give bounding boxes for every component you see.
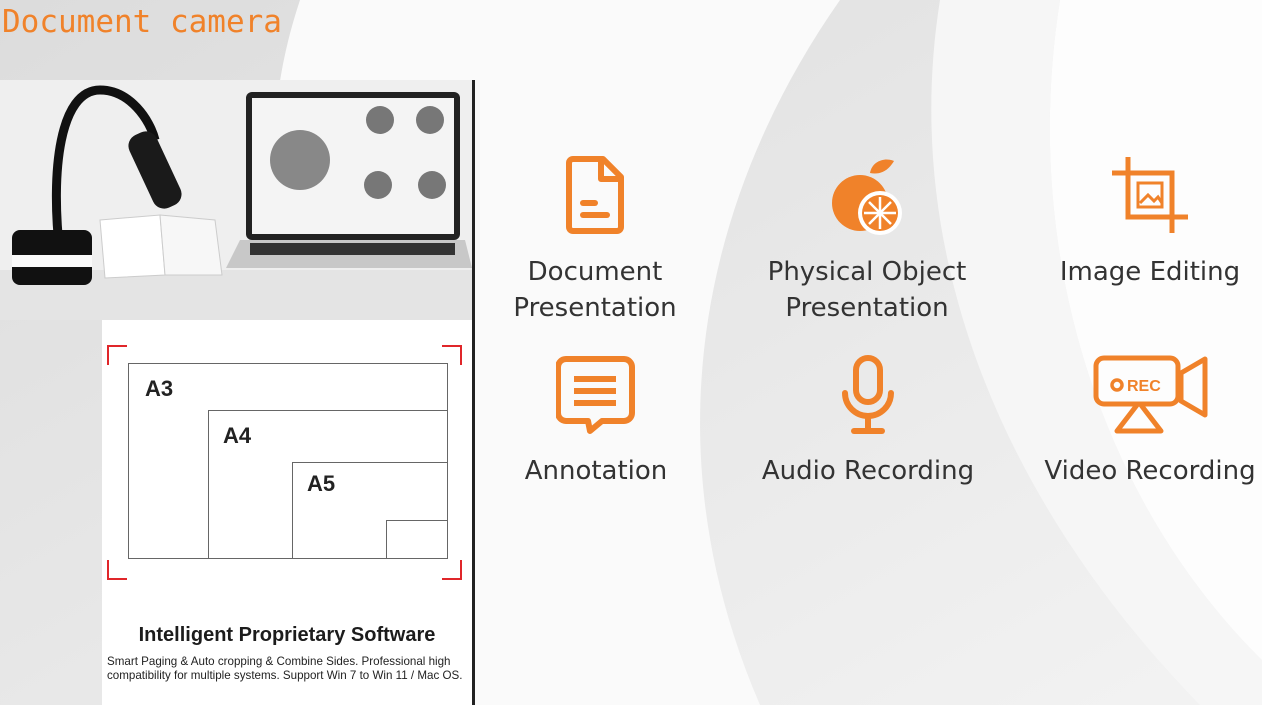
crop-corner bbox=[107, 560, 127, 580]
feature-video-recording: Video Recording bbox=[1044, 456, 1256, 486]
a5-label: A5 bbox=[307, 471, 336, 496]
crop-corner bbox=[442, 345, 462, 365]
comment-icon bbox=[555, 355, 636, 439]
feature-audio-recording: Audio Recording bbox=[761, 456, 975, 486]
video-camera-icon: REC bbox=[1093, 355, 1209, 439]
document-icon bbox=[565, 155, 627, 239]
software-heading: Intelligent Proprietary Software bbox=[138, 624, 436, 646]
software-description: Smart Paging & Auto cropping & Combine S… bbox=[107, 655, 463, 682]
a4-label: A4 bbox=[223, 423, 252, 448]
crop-corner bbox=[107, 345, 127, 365]
feature-image-editing: Image Editing bbox=[1059, 257, 1241, 287]
document-camera-photo bbox=[0, 80, 472, 320]
page-title: Document camera bbox=[2, 4, 282, 40]
rec-badge: REC bbox=[1127, 378, 1161, 395]
divider bbox=[472, 80, 475, 705]
paper-size-diagram: A3 A4 A5 Intelligent Proprietary Softwar… bbox=[102, 320, 472, 705]
crop-corner bbox=[442, 560, 462, 580]
a5-rect bbox=[292, 462, 448, 559]
crop-icon bbox=[1110, 155, 1190, 239]
microphone-icon bbox=[840, 355, 896, 439]
a3-label: A3 bbox=[145, 376, 174, 401]
feature-annotation: Annotation bbox=[524, 456, 668, 486]
small-rect bbox=[386, 520, 448, 559]
product-photo bbox=[0, 80, 472, 320]
orange-icon bbox=[830, 155, 906, 241]
